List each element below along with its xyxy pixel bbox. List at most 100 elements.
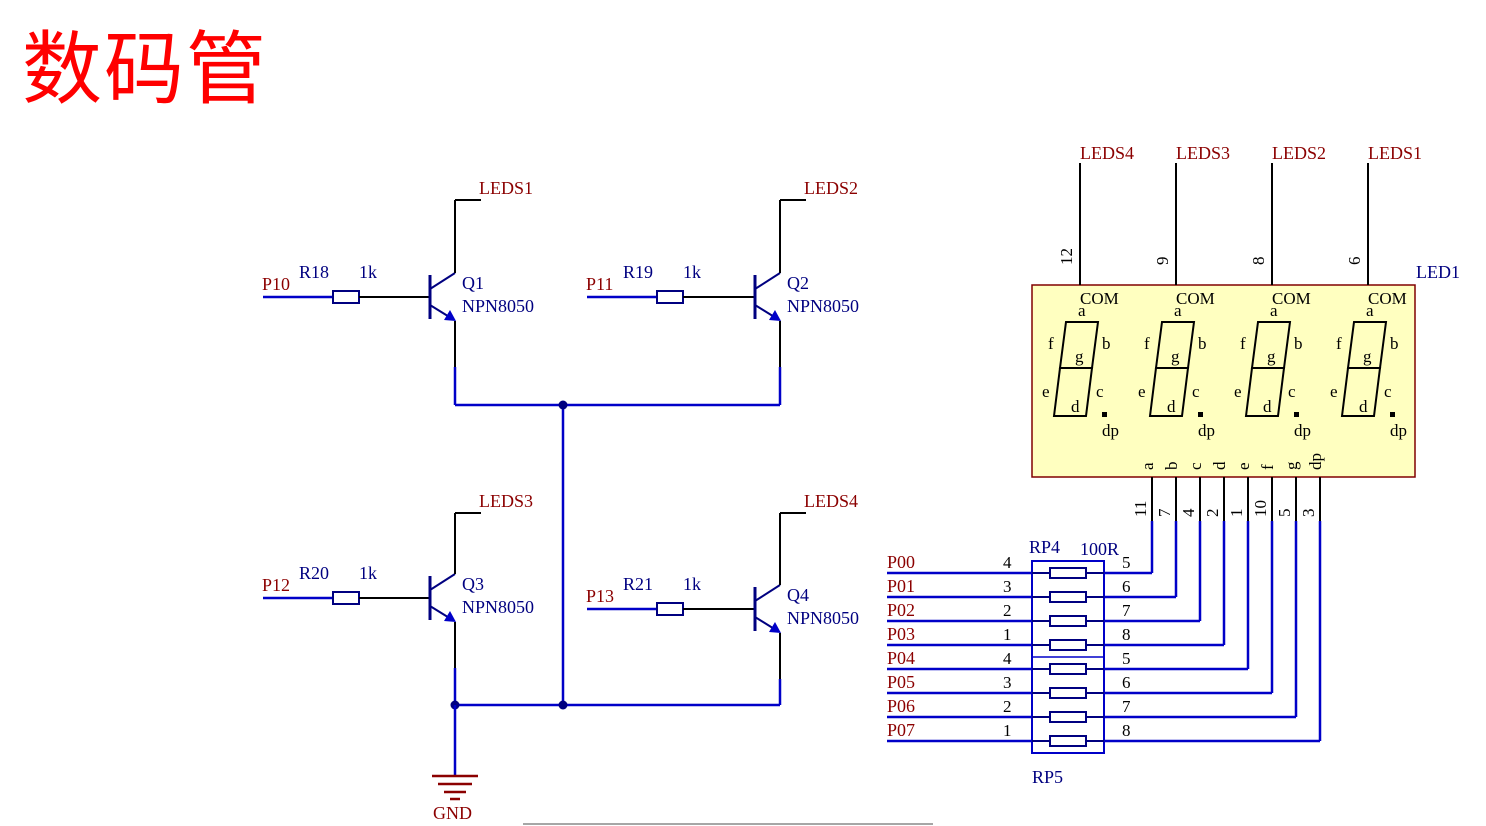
segment-label-d: d xyxy=(1359,397,1368,416)
segment-pin-number: 7 xyxy=(1155,508,1174,517)
segment-pin-5: e1 xyxy=(1104,462,1253,671)
right-pin-number: 8 xyxy=(1122,625,1131,644)
segment-label-b: b xyxy=(1390,334,1399,353)
transistor-ref: Q2 xyxy=(787,273,809,293)
digit-lower-segments xyxy=(1244,367,1286,417)
segment-label-dp: dp xyxy=(1294,421,1311,440)
transistor-part: NPN8050 xyxy=(787,296,859,316)
input-net-label: P00 xyxy=(887,552,915,572)
segment-label-e: e xyxy=(1330,382,1338,401)
resistor-element xyxy=(1049,567,1087,579)
resistor-body xyxy=(656,602,684,616)
segment-label-a: a xyxy=(1366,301,1374,320)
left-pin-number: 3 xyxy=(1003,577,1012,596)
segment-label-b: b xyxy=(1102,334,1111,353)
page-title: 数码管 xyxy=(22,23,268,116)
digit-lower-segments xyxy=(1148,367,1190,417)
left-pin-number: 4 xyxy=(1003,649,1012,668)
segment-pin-4: d2 xyxy=(1104,461,1229,647)
collector-lead xyxy=(754,584,781,602)
segment-label-c: c xyxy=(1096,382,1104,401)
resistor-body xyxy=(656,290,684,304)
decimal-point xyxy=(1102,412,1107,417)
gnd-label: GND xyxy=(433,803,472,823)
base-net-label: P10 xyxy=(262,274,290,294)
com-net-label: LEDS1 xyxy=(1368,143,1422,163)
transistor-part: NPN8050 xyxy=(787,608,859,628)
com-label: COM xyxy=(1368,289,1407,308)
rp4-value: 100R xyxy=(1080,539,1119,559)
segment-label-dp: dp xyxy=(1198,421,1215,440)
resistor-element xyxy=(1049,591,1087,603)
base-net-label: P13 xyxy=(586,586,614,606)
segment-pin-6: f10 xyxy=(1104,464,1277,695)
resistor-body xyxy=(332,591,360,605)
segment-pin-name: g xyxy=(1282,461,1301,470)
transistor-ref: Q1 xyxy=(462,273,484,293)
segment-label-b: b xyxy=(1198,334,1207,353)
collector-net-label: LEDS1 xyxy=(479,178,533,198)
com-label: COM xyxy=(1080,289,1119,308)
input-net-label: P03 xyxy=(887,624,915,644)
left-pin-number: 1 xyxy=(1003,625,1012,644)
segment-label-dp: dp xyxy=(1390,421,1407,440)
emitter-arrow xyxy=(769,622,781,633)
rp5-ref: RP5 xyxy=(1032,767,1063,787)
segment-pin-name: a xyxy=(1138,462,1157,470)
segment-pin-number: 11 xyxy=(1131,501,1150,517)
com-label: COM xyxy=(1272,289,1311,308)
base-net-label: P12 xyxy=(262,575,290,595)
resistor-element xyxy=(1049,687,1087,699)
resistor-array-row-4: P03 1 8 xyxy=(887,624,1131,651)
gnd-symbol: GND xyxy=(432,774,478,823)
collector-lead xyxy=(429,272,456,290)
transistor-ref: Q3 xyxy=(462,574,484,594)
segment-label-f: f xyxy=(1144,334,1150,353)
com-label: COM xyxy=(1176,289,1215,308)
segment-label-d: d xyxy=(1071,397,1080,416)
resistor-ref: R20 xyxy=(299,563,329,583)
segment-pin-8: dp3 xyxy=(1104,453,1325,743)
seven-segment-display: LED1 LEDS412COMabcdefgdpLEDS39COMabcdefg… xyxy=(1031,143,1460,743)
segment-pin-name: c xyxy=(1186,462,1205,470)
collector-lead xyxy=(429,573,456,591)
collector-net-label: LEDS4 xyxy=(804,491,858,511)
segment-pin-number: 10 xyxy=(1251,500,1270,517)
transistor-part: NPN8050 xyxy=(462,597,534,617)
emitter-arrow xyxy=(769,310,781,321)
decimal-point xyxy=(1198,412,1203,417)
emitter-arrow xyxy=(444,611,456,622)
segment-label-g: g xyxy=(1363,347,1372,366)
collector-net-label: LEDS2 xyxy=(804,178,858,198)
input-net-label: P02 xyxy=(887,600,915,620)
right-pin-number: 5 xyxy=(1122,649,1131,668)
segment-pin-name: b xyxy=(1162,462,1181,471)
resistor-ref: R21 xyxy=(623,574,653,594)
left-pin-number: 2 xyxy=(1003,697,1012,716)
segment-label-e: e xyxy=(1042,382,1050,401)
digit-lower-segments xyxy=(1340,367,1382,417)
resistor-element xyxy=(1049,639,1087,651)
resistor-ref: R18 xyxy=(299,262,329,282)
base-net-label: P11 xyxy=(586,274,613,294)
resistor-value: 1k xyxy=(683,262,701,282)
resistor-element xyxy=(1049,615,1087,627)
segment-label-b: b xyxy=(1294,334,1303,353)
com-net-label: LEDS4 xyxy=(1080,143,1134,163)
segment-label-d: d xyxy=(1263,397,1272,416)
input-net-label: P07 xyxy=(887,720,915,740)
segment-label-e: e xyxy=(1138,382,1146,401)
resistor-element xyxy=(1049,663,1087,675)
right-pin-number: 6 xyxy=(1122,577,1131,596)
transistor-part: NPN8050 xyxy=(462,296,534,316)
segment-label-a: a xyxy=(1078,301,1086,320)
resistor-value: 1k xyxy=(683,574,701,594)
